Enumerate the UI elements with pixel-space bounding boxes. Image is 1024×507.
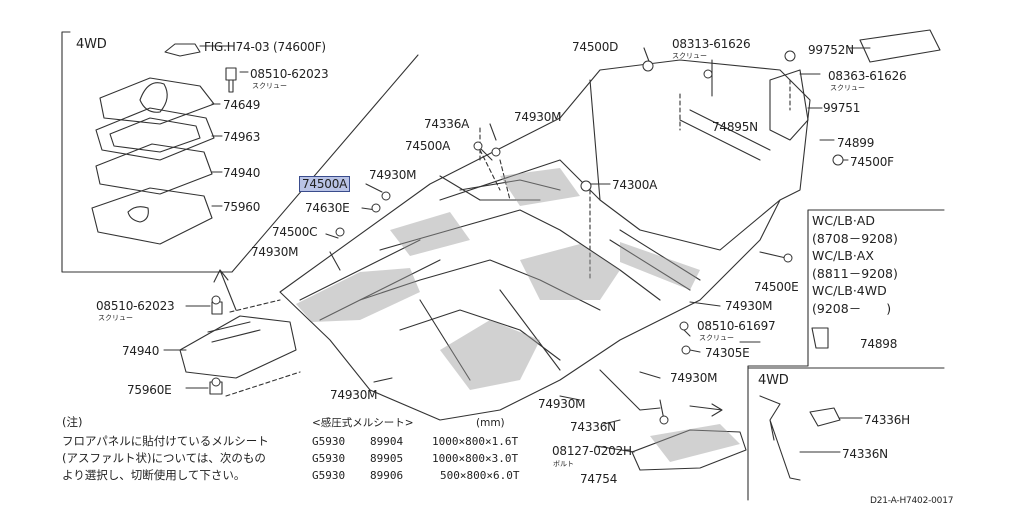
part-label-74500C[interactable]: 74500C	[272, 225, 318, 239]
part-label-74300A[interactable]: 74300A	[612, 178, 658, 192]
applicability-line: WC/LB·4WD	[812, 283, 887, 298]
screw-note: スクリュー	[252, 82, 287, 90]
applicability-line: WC/LB·AD	[812, 213, 875, 228]
note-title: (注)	[62, 415, 83, 429]
part-label-74930M-3[interactable]: 74930M	[251, 245, 299, 259]
applicability-line: (9208－ )	[812, 300, 892, 316]
note-table-header-type: <感圧式メルシート>	[312, 417, 414, 429]
part-label-75960[interactable]: 75960	[223, 200, 261, 214]
part-label-99751[interactable]: 99751	[823, 101, 861, 115]
diagram-code: D21-A-H7402-0017	[870, 496, 954, 506]
note-row-num: 89904	[370, 435, 404, 448]
melt-sheet-texture	[296, 168, 740, 462]
note-row-size: 1000×800×3.0T	[432, 452, 519, 465]
part-label-08510-61697[interactable]: 08510-61697	[697, 319, 776, 333]
part-label-74630E[interactable]: 74630E	[305, 201, 350, 215]
fig-ref-label[interactable]: FIG.H74-03 (74600F)	[204, 40, 326, 54]
part-label-74963[interactable]: 74963	[223, 130, 261, 144]
screw-note: スクリュー	[830, 84, 865, 92]
part-label-74500F[interactable]: 74500F	[850, 155, 894, 169]
part-label-74940-top[interactable]: 74940	[223, 166, 261, 180]
note-line: フロアパネルに貼付けているメルシート	[62, 434, 269, 448]
note-row-code: G5930	[312, 435, 346, 448]
part-label-74930M-5[interactable]: 74930M	[670, 371, 718, 385]
part-label-74336N-inset[interactable]: 74336N	[842, 447, 888, 461]
mat-74940	[179, 315, 297, 379]
part-label-74899[interactable]: 74899	[837, 136, 875, 150]
part-label-74930M-4[interactable]: 74930M	[725, 299, 773, 313]
note-row-code: G5930	[312, 469, 346, 482]
screw-note: スクリュー	[98, 314, 133, 322]
part-label-74336A[interactable]: 74336A	[424, 117, 470, 131]
screw-note: スクリュー	[699, 334, 734, 342]
part-label-74940-left[interactable]: 74940	[122, 344, 160, 358]
part-label-75960E[interactable]: 75960E	[127, 383, 172, 397]
part-label-74930M-7[interactable]: 74930M	[538, 397, 586, 411]
applicability-line: (8708－9208)	[812, 230, 898, 246]
part-label-74930M-6[interactable]: 74930M	[330, 388, 378, 402]
shift-cover-stack	[91, 43, 215, 245]
note-line: より選択し、切断使用して下さい。	[62, 468, 246, 482]
inset-4wd-bottom-title: 4WD	[758, 373, 789, 388]
part-label-74930M-1[interactable]: 74930M	[514, 110, 562, 124]
part-label-74754[interactable]: 74754	[580, 472, 618, 486]
note-row-size: 500×800×6.0T	[440, 469, 520, 482]
applicability-box	[747, 209, 945, 501]
screw-note: スクリュー	[672, 52, 707, 60]
note-row-code: G5930	[312, 452, 346, 465]
inset-4wd-top-title: 4WD	[76, 37, 107, 52]
bolt-note: ボルト	[553, 460, 574, 468]
part-label-08127-0202H[interactable]: 08127-0202H	[552, 444, 632, 458]
part-label-08510-62023-left[interactable]: 08510-62023	[96, 299, 175, 313]
note-row-num: 89906	[370, 469, 404, 482]
note-row-size: 1000×800×1.6T	[432, 435, 519, 448]
note-row-num: 89905	[370, 452, 404, 465]
part-label-74500A[interactable]: 74500A	[405, 139, 451, 153]
part-label-08313-61626[interactable]: 08313-61626	[672, 37, 751, 51]
applicability-line: WC/LB·AX	[812, 248, 874, 263]
applicability-line: (8811－9208)	[812, 265, 898, 281]
part-label-74500A-highlighted[interactable]: 74500A	[299, 176, 351, 192]
part-label-74898[interactable]: 74898	[860, 337, 898, 351]
floor-pan	[279, 59, 811, 421]
part-label-74336N[interactable]: 74336N	[570, 420, 616, 434]
part-label-74500D[interactable]: 74500D	[572, 40, 619, 54]
part-label-74930M-2[interactable]: 74930M	[369, 168, 417, 182]
part-label-99752N[interactable]: 99752N	[808, 43, 854, 57]
part-label-08363-61626[interactable]: 08363-61626	[828, 69, 907, 83]
note-table-header-unit: (mm)	[476, 417, 505, 429]
inset-frame-4wd-top	[61, 31, 419, 273]
note-line: (アスファルト状)については、次のもの	[62, 451, 266, 465]
applicability-list: WC/LB·AD (8708－9208) WC/LB·AX (8811－9208…	[812, 212, 898, 317]
part-label-74895N[interactable]: 74895N	[712, 120, 758, 134]
part-label-74336H[interactable]: 74336H	[864, 413, 910, 427]
part-label-74305E[interactable]: 74305E	[705, 346, 750, 360]
part-label-74500E[interactable]: 74500E	[754, 280, 799, 294]
part-label-08510-62023-top[interactable]: 08510-62023	[250, 67, 329, 81]
part-label-74649[interactable]: 74649	[223, 98, 261, 112]
